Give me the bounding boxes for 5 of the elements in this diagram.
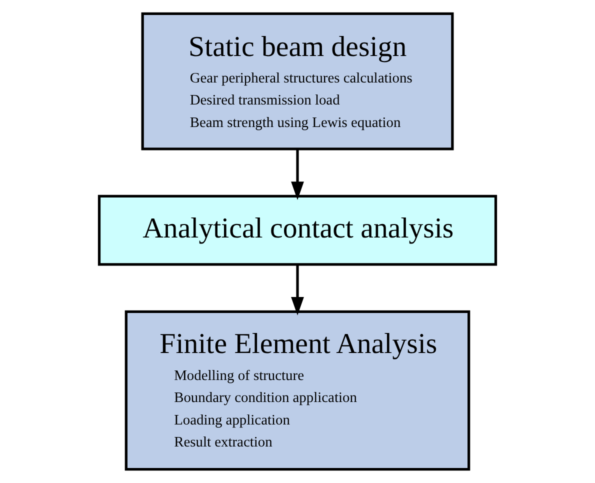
node-box: Analytical contact analysis <box>98 194 498 266</box>
arrow <box>291 264 304 316</box>
node-box: Static beam design Gear peripheral structures calculations Desired transmission load Beam strength using Lewis equation <box>141 12 454 150</box>
node-box: Finite Element Analysis Modelling of structure Boundary condition application Loading application Result extraction <box>124 310 470 471</box>
arrow <box>291 148 304 200</box>
